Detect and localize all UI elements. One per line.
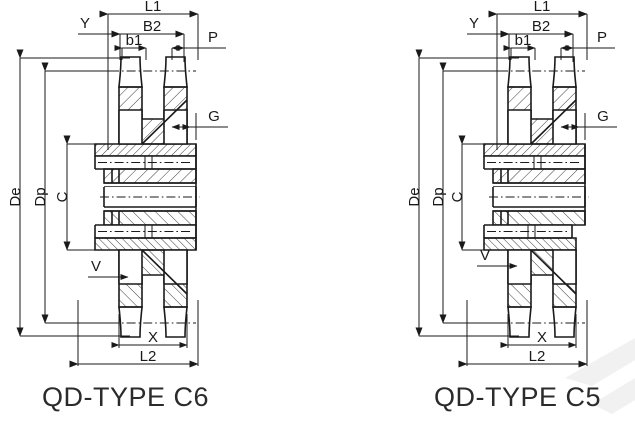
figure-title-c5: QD-TYPE C5 (434, 382, 601, 412)
sprocket-section-c6 (94, 56, 200, 338)
dim-label-c: C (449, 191, 466, 202)
watermark-streak (565, 338, 635, 414)
dim-label-l2: L2 (529, 348, 546, 365)
top-dimensions-c5: L1 B2 b1 Y P (467, 0, 615, 150)
dim-label-b2: B2 (143, 18, 161, 35)
dim-label-v: V (480, 247, 490, 264)
dim-label-b2: B2 (532, 18, 550, 35)
dim-label-p: P (208, 29, 218, 46)
dim-label-y: Y (80, 15, 90, 32)
dim-label-l2: L2 (140, 348, 157, 365)
right-dimension-c6: G (171, 108, 228, 140)
dim-label-x: X (537, 329, 547, 346)
dim-label-de: De (7, 187, 24, 206)
bottom-dimensions-c6: X L2 (69, 300, 199, 368)
dim-label-l1: L1 (145, 0, 162, 15)
top-dimensions-c6: L1 B2 b1 Y P (78, 0, 226, 150)
left-dimensions-c6: De Dp C V (7, 49, 130, 337)
dim-label-c: C (54, 191, 71, 202)
dim-label-l1: L1 (534, 0, 551, 15)
dim-label-y: Y (469, 15, 479, 32)
dim-label-de: De (406, 187, 423, 206)
dim-label-dp: Dp (430, 187, 447, 206)
dim-label-b1: b1 (515, 32, 532, 49)
right-dimension-c5: G (560, 108, 617, 140)
dim-label-dp: Dp (32, 187, 49, 206)
dim-label-g: G (597, 108, 609, 125)
sprocket-section-c5 (483, 56, 589, 338)
dim-label-b1: b1 (126, 32, 143, 49)
figure-qd-type-c6: L1 B2 b1 Y P De (7, 0, 228, 412)
figure-title-c6: QD-TYPE C6 (42, 382, 209, 412)
left-dimensions-c5: De Dp C V (406, 49, 519, 337)
bottom-dimensions-c5: X L2 (458, 300, 588, 368)
dim-label-x: X (148, 329, 158, 346)
dim-label-g: G (208, 108, 220, 125)
dim-label-v: V (91, 258, 101, 275)
dim-label-p: P (597, 29, 607, 46)
figure-qd-type-c5: L1 B2 b1 Y P De Dp C (406, 0, 617, 412)
